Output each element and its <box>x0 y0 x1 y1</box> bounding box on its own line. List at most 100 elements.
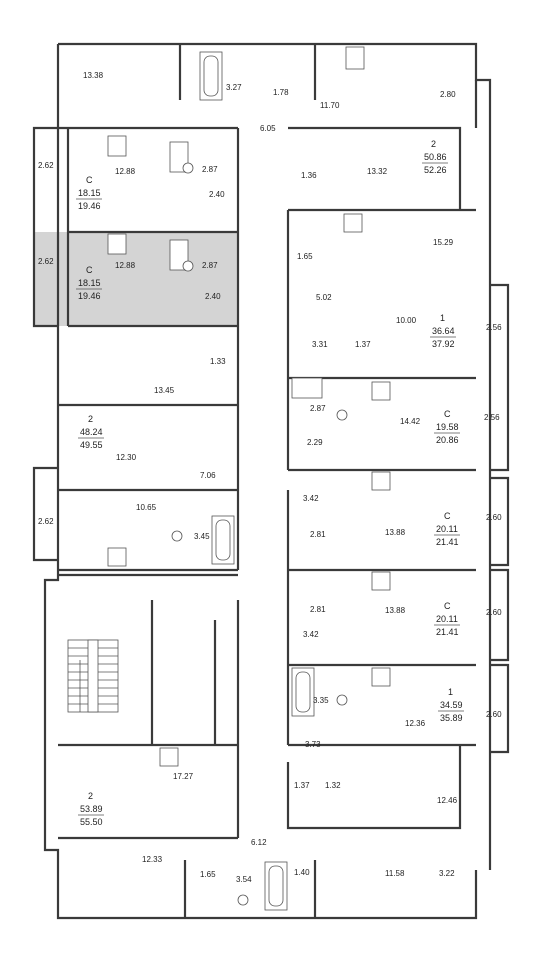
apartment-type: C <box>86 175 93 185</box>
room-label: 5.02 <box>316 293 332 302</box>
room-label: 2.56 <box>484 413 500 422</box>
apartment-total-area: 52.26 <box>424 165 447 175</box>
room-label: 1.65 <box>200 870 216 879</box>
apartment-living-area: 18.15 <box>78 278 101 288</box>
room-label: 3.45 <box>194 532 210 541</box>
apartment-total-area: 49.55 <box>80 440 103 450</box>
room-label: 11.70 <box>320 101 340 110</box>
apartment-label: 1 36.64 37.92 <box>430 313 456 349</box>
apartment-living-area: 48.24 <box>80 427 103 437</box>
apartment-living-area: 19.58 <box>436 422 459 432</box>
apartment-total-area: 21.41 <box>436 537 459 547</box>
apartment-type: 2 <box>88 414 93 424</box>
room-label: 12.88 <box>115 167 136 176</box>
room-labels: 13.38 3.27 1.78 11.70 2.80 6.05 2.62 12.… <box>38 71 502 884</box>
room-label: 10.00 <box>396 316 417 325</box>
room-label: 2.81 <box>310 605 326 614</box>
highlighted-apartment-fill <box>34 232 68 326</box>
room-label: 2.60 <box>486 608 502 617</box>
apartment-label: C 18.15 19.46 <box>76 175 102 211</box>
room-label: 13.45 <box>154 386 175 395</box>
apartment-living-area: 50.86 <box>424 152 447 162</box>
room-label: 12.30 <box>116 453 137 462</box>
room-label: 2.80 <box>440 90 456 99</box>
apartment-type: C <box>444 601 451 611</box>
apartment-total-area: 55.50 <box>80 817 103 827</box>
room-label: 14.42 <box>400 417 421 426</box>
room-label: 1.36 <box>301 171 317 180</box>
room-label: 13.32 <box>367 167 388 176</box>
room-label: 12.36 <box>405 719 426 728</box>
apartment-living-area: 36.64 <box>432 326 455 336</box>
room-label: 3.31 <box>312 340 328 349</box>
room-label: 3.42 <box>303 630 319 639</box>
room-label: 12.33 <box>142 855 163 864</box>
room-label: 2.62 <box>38 517 54 526</box>
room-label: 11.58 <box>385 869 405 878</box>
room-label: 6.12 <box>251 838 267 847</box>
room-label: 12.88 <box>115 261 136 270</box>
room-label: 2.87 <box>202 165 218 174</box>
apartment-type: 1 <box>448 687 453 697</box>
room-label: 2.62 <box>38 161 54 170</box>
kitchen-hobs <box>107 46 391 767</box>
room-label: 2.60 <box>486 710 502 719</box>
room-label: 6.05 <box>260 124 276 133</box>
room-label: 3.22 <box>439 869 455 878</box>
apartment-label: C 19.58 20.86 <box>434 409 460 445</box>
room-label: 12.46 <box>437 796 458 805</box>
room-label: 1.37 <box>294 781 310 790</box>
apartment-label: 2 50.86 52.26 <box>422 139 448 175</box>
room-label: 13.88 <box>385 606 406 615</box>
apartment-living-area: 34.59 <box>440 700 463 710</box>
apartment-total-area: 19.46 <box>78 201 101 211</box>
bathroom-fixtures <box>169 51 348 911</box>
room-label: 2.87 <box>310 404 326 413</box>
room-label: 2.40 <box>205 292 221 301</box>
room-label: 7.06 <box>200 471 216 480</box>
apartment-living-area: 20.11 <box>436 614 458 624</box>
apartment-labels: 2 50.86 52.26 C 18.15 19.46 C 18.15 19.4… <box>76 139 464 827</box>
apartment-label: 2 48.24 49.55 <box>78 414 104 450</box>
apartment-total-area: 37.92 <box>432 339 455 349</box>
room-label: 2.40 <box>209 190 225 199</box>
room-label: 3.73 <box>305 740 321 749</box>
room-label: 3.27 <box>226 83 242 92</box>
apartment-living-area: 18.15 <box>78 188 101 198</box>
apartment-type: 2 <box>88 791 93 801</box>
apartment-living-area: 53.89 <box>80 804 103 814</box>
staircase <box>67 639 119 713</box>
room-label: 2.56 <box>486 323 502 332</box>
apartment-total-area: 21.41 <box>436 627 459 637</box>
room-label: 1.78 <box>273 88 289 97</box>
room-label: 1.32 <box>325 781 341 790</box>
apartment-type: C <box>444 511 451 521</box>
room-label: 2.81 <box>310 530 326 539</box>
room-label: 1.33 <box>210 357 226 366</box>
room-label: 2.62 <box>38 257 54 266</box>
apartment-total-area: 19.46 <box>78 291 101 301</box>
outer-walls <box>32 42 510 920</box>
room-label: 10.65 <box>136 503 157 512</box>
room-label: 1.37 <box>355 340 371 349</box>
room-label: 13.38 <box>83 71 104 80</box>
apartment-type: 1 <box>440 313 445 323</box>
room-label: 2.60 <box>486 513 502 522</box>
inner-walls <box>58 44 476 918</box>
room-label: 3.54 <box>236 875 252 884</box>
room-label: 15.29 <box>433 238 454 247</box>
room-label: 1.40 <box>294 868 310 877</box>
room-label: 3.35 <box>313 696 329 705</box>
apartment-living-area: 20.11 <box>436 524 458 534</box>
room-label: 2.29 <box>307 438 323 447</box>
room-label: 13.88 <box>385 528 406 537</box>
apartment-total-area: 20.86 <box>436 435 459 445</box>
apartment-label: C 18.15 19.46 <box>76 265 102 301</box>
apartment-label: C 20.11 21.41 <box>434 511 460 547</box>
apartment-type: C <box>444 409 451 419</box>
apartment-type: C <box>86 265 93 275</box>
apartment-type: 2 <box>431 139 436 149</box>
apartment-label: 2 53.89 55.50 <box>78 791 104 827</box>
room-label: 3.42 <box>303 494 319 503</box>
